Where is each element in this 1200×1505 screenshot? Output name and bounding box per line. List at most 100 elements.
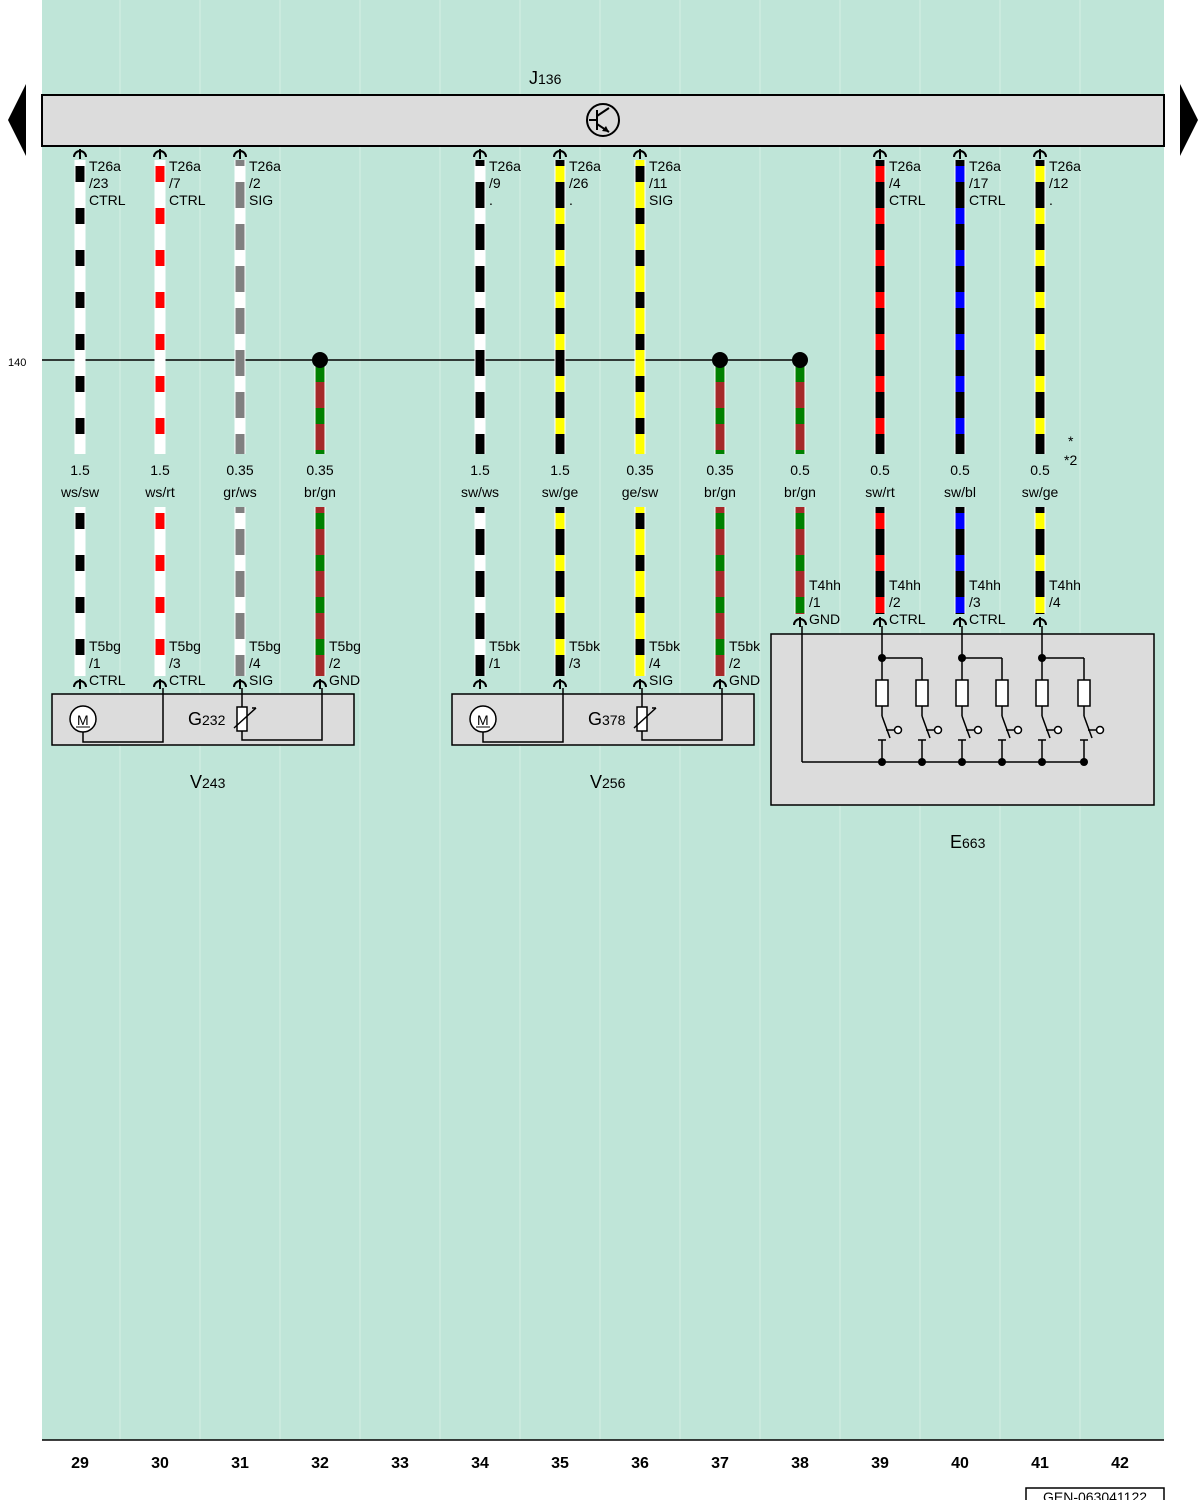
column-number: 42 [1111,1455,1129,1472]
pin-label: T4hh [969,577,1001,593]
pin-label: T26a [569,158,601,174]
pin-label: CTRL [169,672,206,688]
pin-label: /26 [569,175,589,191]
wire-size: 0.35 [706,462,733,478]
component-e663-label: E663 [950,832,986,852]
column-number: 31 [231,1455,249,1472]
pin-label: T5bg [329,638,361,654]
column-number: 39 [871,1455,889,1472]
wire-size: 0.5 [870,462,890,478]
resistor-icon [995,679,1009,707]
pin-label: SIG [249,672,273,688]
pin-label: SIG [649,672,673,688]
pin-label: GND [729,672,760,688]
pin-label: /4 [249,655,261,671]
pin-label: T26a [249,158,281,174]
column-number: 30 [151,1455,169,1472]
control-unit-label: J136 [529,68,562,88]
wire-color-code: sw/ge [542,484,579,500]
wire-size: 0.5 [790,462,810,478]
ground-junction [792,352,808,368]
pin-label: CTRL [969,611,1006,627]
pin-label: SIG [249,192,273,208]
column-number: 41 [1031,1455,1049,1472]
resistor-icon [915,679,929,707]
column-number: 40 [951,1455,969,1472]
wire-col-34[interactable]: T26a/9.T5bk/11.5sw/ws [461,149,521,689]
motor-icon: M [69,705,97,733]
footnote-mark-2: *2 [1064,452,1077,468]
pin-label: SIG [649,192,673,208]
column-number: 38 [791,1455,809,1472]
wire-color-code: sw/rt [865,484,895,500]
wire-size: 0.35 [306,462,333,478]
pin-label: /2 [889,594,901,610]
pin-label: T26a [969,158,1001,174]
column-number: 34 [471,1455,489,1472]
pin-label: T26a [89,158,121,174]
wire-size: 0.5 [1030,462,1050,478]
pin-label: . [569,192,573,208]
reference-line-label: 140 [8,357,26,369]
wire-color-code: ws/rt [144,484,175,500]
wire-col-41[interactable]: T26a/12.T4hh/40.5sw/ge [1022,149,1081,627]
footnote-mark-1: * [1068,433,1074,449]
wire-color-code: sw/bl [944,484,976,500]
pin-label: T26a [489,158,521,174]
pin-label: T5bk [729,638,761,654]
pin-label: /1 [809,594,821,610]
pin-label: /3 [569,655,581,671]
wire-color-code: sw/ws [461,484,499,500]
previous-page-arrow[interactable] [8,84,26,156]
wire-color-code: sw/ge [1022,484,1059,500]
pin-label: CTRL [889,611,926,627]
motor-icon: M [469,705,497,733]
wire-size: 0.35 [626,462,653,478]
pin-label: /12 [1049,175,1069,191]
pin-label: T4hh [1049,577,1081,593]
resistor-icon [875,679,889,707]
pin-label: CTRL [89,192,126,208]
resistor-icon [1077,679,1091,707]
pin-label: CTRL [889,192,926,208]
component-v256[interactable]: M G378 V256 [451,688,755,792]
pin-label: /4 [1049,594,1061,610]
pin-label: /2 [329,655,341,671]
wire-color-code: ws/sw [60,484,100,500]
pin-label: T5bk [489,638,521,654]
pin-label: /4 [649,655,661,671]
wire-size: 0.5 [950,462,970,478]
wire-size: 0.35 [226,462,253,478]
pin-label: T26a [889,158,921,174]
pin-label: T4hh [889,577,921,593]
column-number: 33 [391,1455,409,1472]
pin-label: T5bg [89,638,121,654]
wire-color-code: ge/sw [622,484,659,500]
pin-label: /2 [729,655,741,671]
pin-label: GND [809,611,840,627]
wire-size: 1.5 [70,462,90,478]
control-unit-box [41,94,1165,147]
pin-label: CTRL [89,672,126,688]
pin-label: /3 [169,655,181,671]
pin-label: /7 [169,175,181,191]
component-v243[interactable]: M G232 V243 [51,688,355,792]
component-e663[interactable]: E663 [770,626,1155,852]
column-number: 37 [711,1455,729,1472]
wire-col-35[interactable]: T26a/26.T5bk/31.5sw/ge [542,149,601,689]
next-page-arrow[interactable] [1180,84,1198,156]
pin-label: T5bg [249,638,281,654]
pin-label: T5bk [569,638,601,654]
component-v243-box [51,693,355,746]
